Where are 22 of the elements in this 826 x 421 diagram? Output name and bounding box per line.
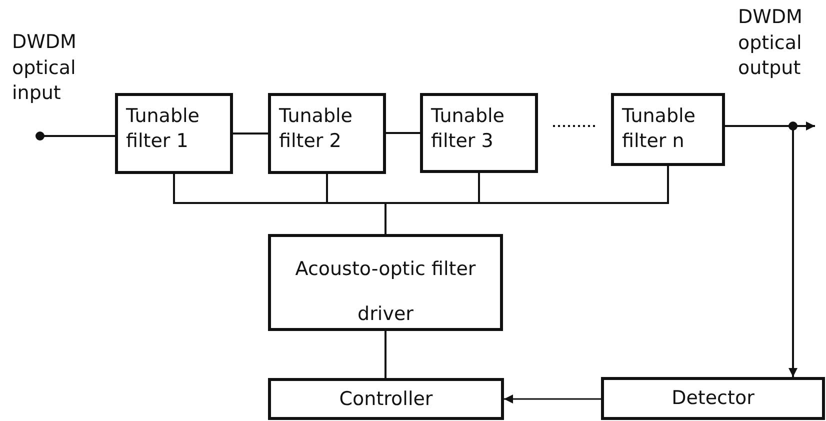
process-box [601,377,825,420]
connector-line [386,132,420,134]
connector-line [36,132,115,140]
box-label: Tunable filter 1 [126,104,200,154]
process-box [420,93,538,173]
port-label: DWDM optical output [738,5,804,82]
box-label: Acousto-optic filter driver [294,257,477,327]
box-label: Controller [338,387,434,412]
process-box [268,93,386,174]
process-box [268,234,503,331]
box-label: Tunable filter n [622,104,696,154]
box-label: Tunable filter 2 [279,104,354,154]
process-box [611,93,725,166]
connector-line [384,166,669,234]
box-label: Detector [670,386,756,411]
connector-line [384,331,386,378]
arrow [504,394,601,404]
port-label: DWDM optical input [12,30,78,106]
process-box [268,378,504,420]
process-box [115,93,233,174]
connector-line [233,132,268,134]
box-label: Tunable filter 3 [431,104,506,154]
